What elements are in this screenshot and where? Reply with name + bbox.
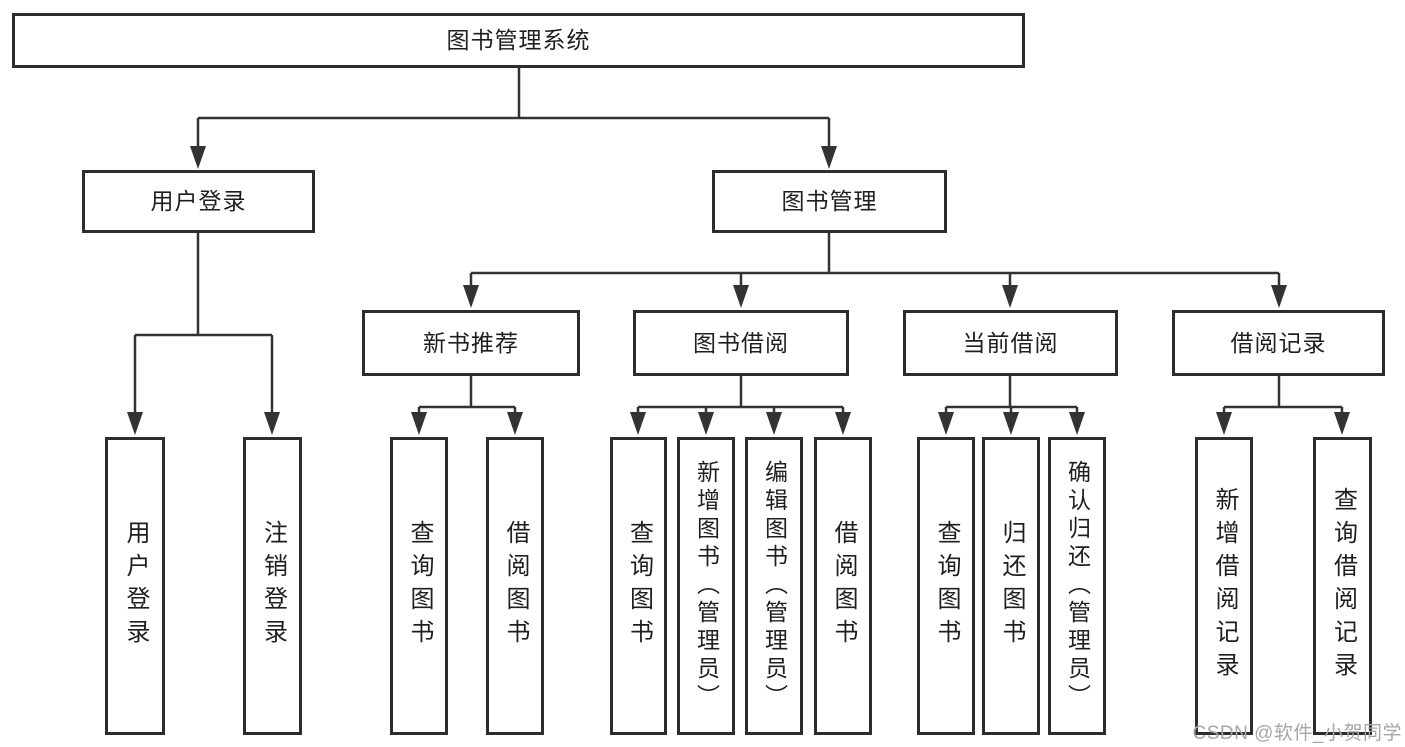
leaf-add-book-admin: 新增图书（管理员） (677, 437, 735, 735)
node-new-book-recommend: 新书推荐 (362, 310, 580, 376)
node-book-management: 图书管理 (712, 170, 947, 233)
leaf-borrow-books-2: 借阅图书 (814, 437, 872, 735)
leaf-borrow-books-1: 借阅图书 (486, 437, 544, 735)
node-book-borrow: 图书借阅 (633, 310, 849, 376)
leaf-query-borrow-record: 查询借阅记录 (1313, 437, 1372, 735)
node-library-system: 图书管理系统 (12, 13, 1025, 68)
leaf-query-books-1: 查询图书 (390, 437, 448, 735)
node-user-login: 用户登录 (82, 170, 315, 233)
node-borrow-records: 借阅记录 (1172, 310, 1385, 376)
arrowheads (127, 146, 1350, 435)
leaf-confirm-return-admin: 确认归还（管理员） (1048, 437, 1106, 735)
watermark: CSDN @软件_小贺同学 (1192, 723, 1402, 744)
leaf-query-books-3: 查询图书 (917, 437, 975, 735)
leaf-return-book: 归还图书 (982, 437, 1040, 735)
leaf-edit-book-admin: 编辑图书（管理员） (745, 437, 803, 735)
leaf-add-borrow-record: 新增借阅记录 (1195, 437, 1253, 735)
node-current-borrow: 当前借阅 (903, 310, 1118, 376)
leaf-logout: 注销登录 (243, 437, 302, 735)
leaf-user-login: 用户登录 (105, 437, 165, 735)
leaf-query-books-2: 查询图书 (610, 437, 667, 735)
